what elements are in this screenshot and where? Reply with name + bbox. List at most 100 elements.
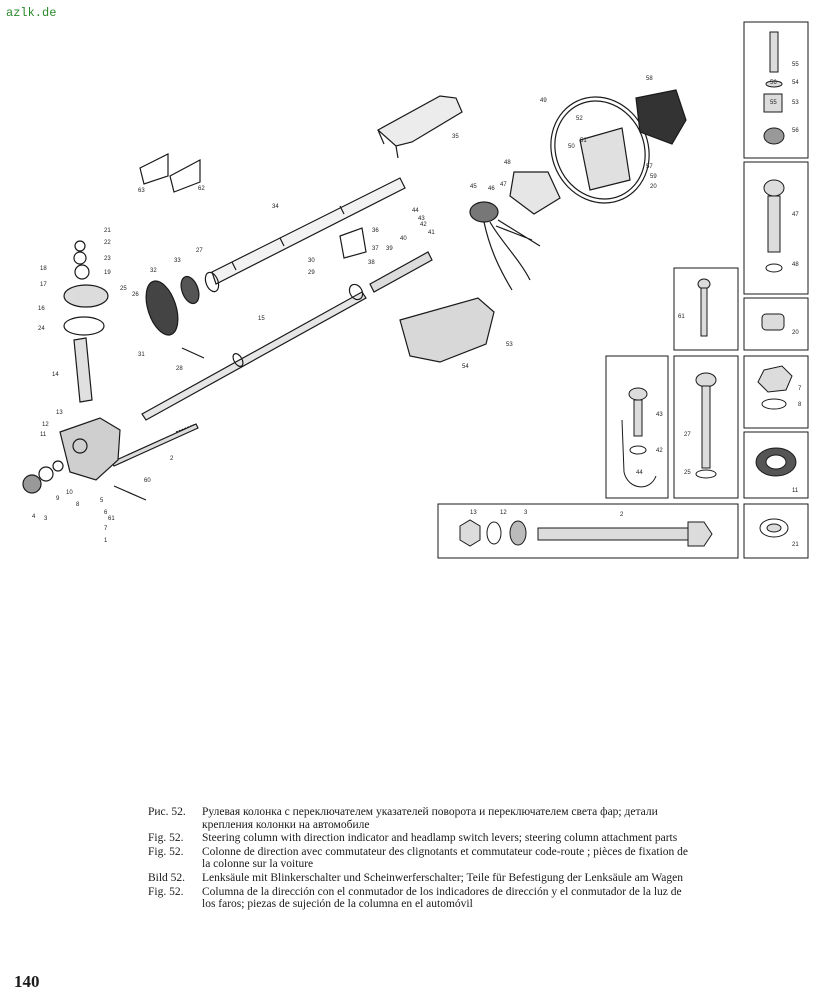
- callout-17: 17: [40, 282, 47, 288]
- steering-box-14: [59, 417, 121, 481]
- callout-9: 9: [56, 496, 60, 502]
- callout-45: 45: [470, 184, 477, 190]
- callout-44: 44: [636, 470, 643, 476]
- page-number: 140: [14, 972, 40, 991]
- callout-32: 32: [150, 268, 157, 274]
- callout-44: 44: [412, 208, 419, 214]
- callout-25: 25: [684, 470, 691, 476]
- caption-de: Bild 52. Lenksäule mit Blinkerschalter u…: [148, 872, 696, 885]
- callout-26: 26: [132, 292, 139, 298]
- steering-shaft-28: [141, 291, 367, 421]
- callout-36: 36: [372, 228, 379, 234]
- callout-54: 54: [462, 364, 469, 370]
- callout-11: 11: [40, 432, 47, 438]
- callout-58: 58: [646, 76, 653, 82]
- callout-48: 48: [504, 160, 511, 166]
- callout-20: 20: [792, 330, 799, 336]
- caption-text: Рулевая колонка с переключателем указате…: [202, 806, 658, 831]
- lower-cover-60: [399, 297, 495, 363]
- callout-21: 21: [104, 228, 111, 234]
- exploded-parts-diagram: 6362353436373029383940444342414546474849…: [22, 21, 809, 559]
- callout-61: 61: [678, 314, 685, 320]
- caption-en: Fig. 52. Steering column with direction …: [148, 832, 696, 845]
- callout-53: 53: [506, 342, 513, 348]
- callout-47: 47: [500, 182, 507, 188]
- callout-33: 33: [174, 258, 181, 264]
- callout-52: 52: [576, 116, 583, 122]
- callout-41: 41: [428, 230, 435, 236]
- callout-43: 43: [656, 412, 663, 418]
- callout-61: 61: [108, 516, 115, 522]
- callout-55: 55: [792, 62, 799, 68]
- callout-37: 37: [372, 246, 379, 252]
- upper-cover-35: [376, 95, 463, 159]
- callout-2: 2: [170, 456, 174, 462]
- callout-12: 12: [500, 510, 507, 516]
- callout-21: 21: [792, 542, 799, 548]
- callout-23: 23: [104, 256, 111, 262]
- callout-34: 34: [272, 204, 279, 210]
- caption-label: Fig. 52.: [148, 885, 184, 898]
- horn-disc-31: [145, 280, 179, 336]
- callout-4: 4: [32, 514, 36, 520]
- callout-2: 2: [620, 512, 624, 518]
- worm-shaft-1: [111, 423, 199, 467]
- watermark: azlk.de: [6, 6, 57, 20]
- callout-11: 11: [792, 488, 799, 494]
- caption-fr: Fig. 52. Colonne de direction avec commu…: [148, 846, 696, 871]
- callout-3: 3: [524, 510, 528, 516]
- callout-1: 1: [104, 538, 108, 544]
- caption-text: Lenksäule mit Blinkerschalter und Schein…: [202, 871, 683, 884]
- callout-6: 6: [104, 510, 108, 516]
- shaft-tube-39-40: [348, 251, 433, 301]
- callout-28: 28: [176, 366, 183, 372]
- callout-30: 30: [308, 258, 315, 264]
- callout-20: 20: [650, 184, 657, 190]
- callout-25: 25: [120, 286, 127, 292]
- caption-label: Fig. 52.: [148, 845, 184, 858]
- column-tube-34: [211, 177, 406, 285]
- callout-46: 46: [488, 186, 495, 192]
- callout-47: 47: [792, 212, 799, 218]
- callout-35: 35: [452, 134, 459, 140]
- callout-13: 13: [470, 510, 477, 516]
- callout-27: 27: [196, 248, 203, 254]
- callout-60: 60: [144, 478, 151, 484]
- callout-3: 3: [44, 516, 48, 522]
- callout-59: 59: [650, 174, 657, 180]
- caption-label: Fig. 52.: [148, 832, 184, 845]
- callout-13: 13: [56, 410, 63, 416]
- callout-43: 43: [418, 216, 425, 222]
- callout-15: 15: [258, 316, 265, 322]
- caption-es: Fig. 52. Columna de la dirección con el …: [148, 886, 696, 911]
- figure-caption: Рис. 52. Рулевая колонка с переключателе…: [148, 806, 696, 912]
- inset-frames: [437, 21, 809, 559]
- callout-7: 7: [798, 386, 802, 392]
- callout-50: 50: [568, 144, 575, 150]
- callout-8: 8: [798, 402, 802, 408]
- caption-text: Colonne de direction avec commutateur de…: [202, 845, 689, 871]
- callout-48: 48: [792, 262, 799, 268]
- callout-40: 40: [400, 236, 407, 242]
- caption-label: Bild 52.: [148, 871, 186, 884]
- callout-18: 18: [40, 266, 47, 272]
- callout-57: 57: [646, 164, 653, 170]
- callout-29: 29: [308, 270, 315, 276]
- callout-27: 27: [684, 432, 691, 438]
- callout-16: 16: [38, 306, 45, 312]
- callout-24: 24: [38, 326, 45, 332]
- callout-12: 12: [42, 422, 49, 428]
- callout-42: 42: [420, 222, 427, 228]
- callout-49: 49: [540, 98, 547, 104]
- callout-63: 63: [138, 188, 145, 194]
- callout-19: 19: [104, 270, 111, 276]
- callout-7: 7: [104, 526, 108, 532]
- callout-56: 56: [770, 80, 777, 86]
- callout-10: 10: [66, 490, 73, 496]
- caption-text: Steering column with direction indicator…: [202, 832, 678, 845]
- callout-55: 55: [770, 100, 777, 106]
- caption-ru: Рис. 52. Рулевая колонка с переключателе…: [148, 806, 696, 831]
- callout-62: 62: [198, 186, 205, 192]
- callout-53: 53: [792, 100, 799, 106]
